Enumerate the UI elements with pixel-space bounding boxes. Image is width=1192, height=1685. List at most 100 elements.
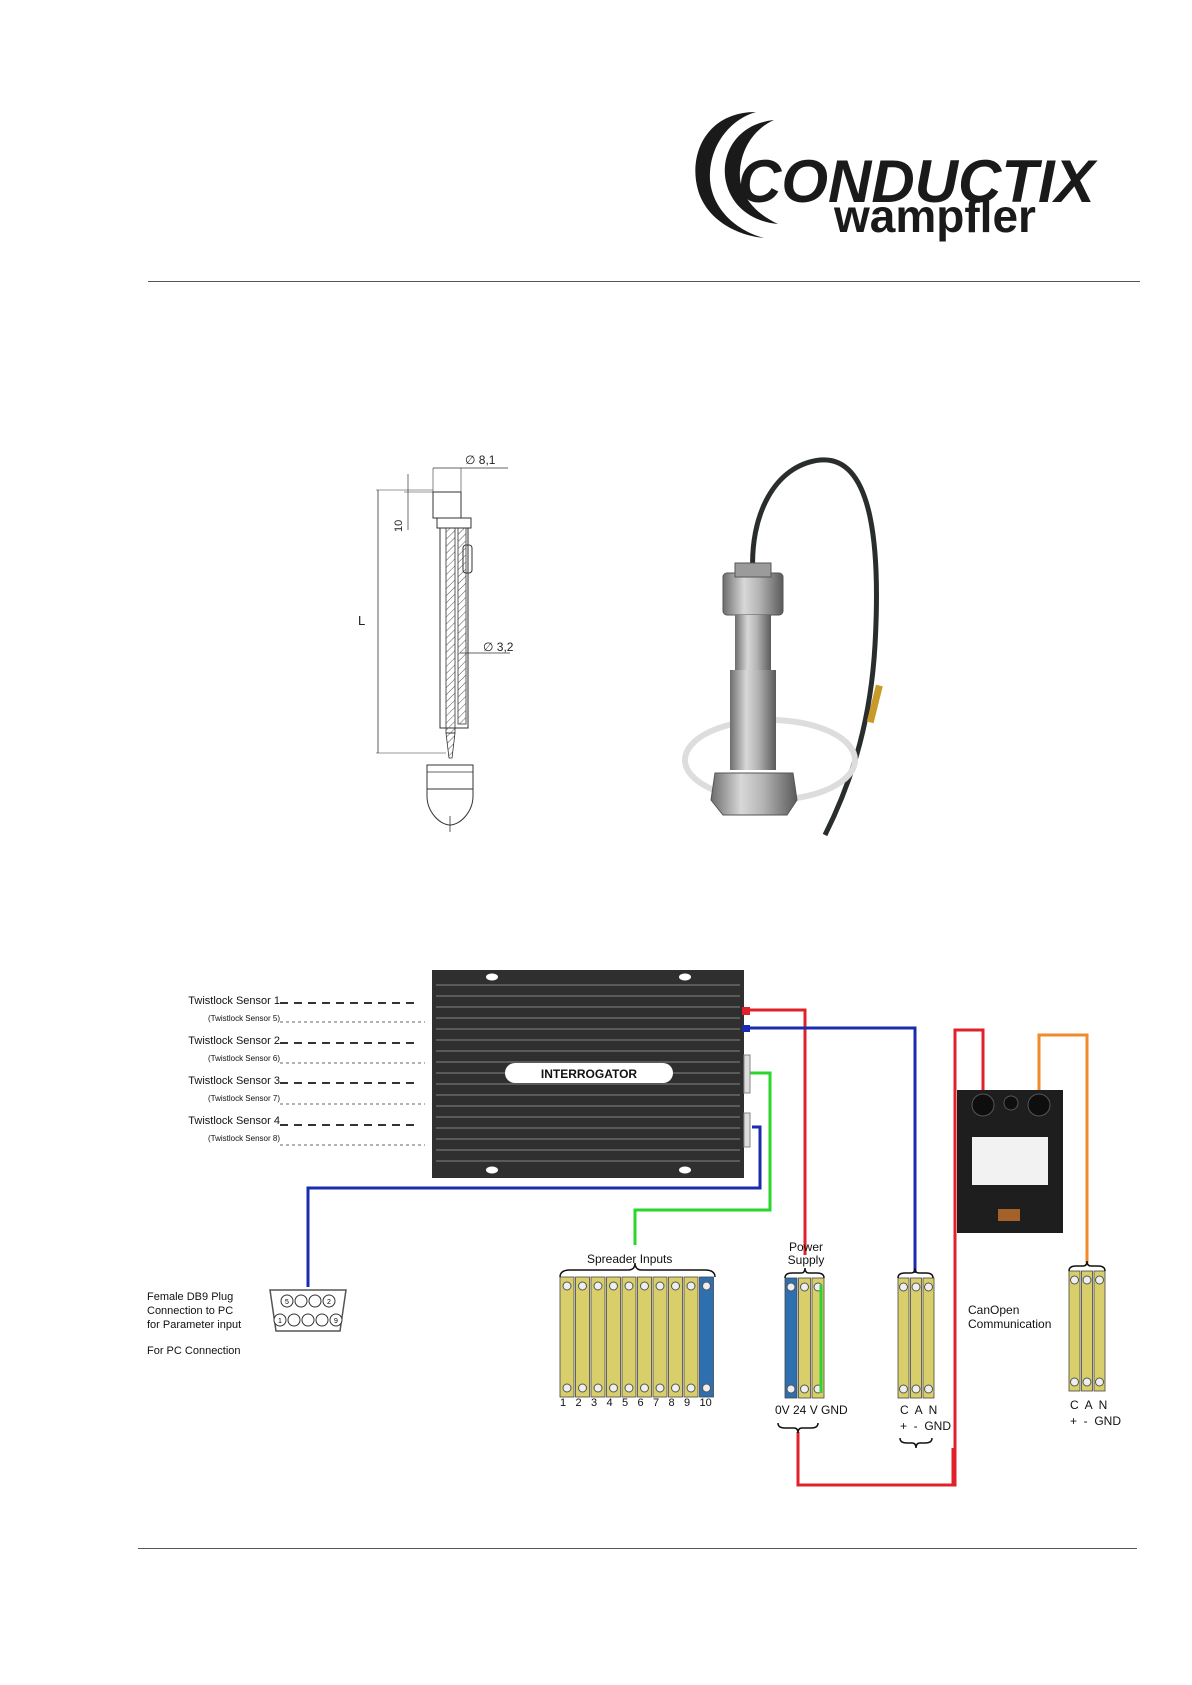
spreader-terminal [606, 1276, 621, 1398]
terminal-screw [655, 1383, 665, 1393]
power-terminal [798, 1277, 811, 1399]
db9-pin [273, 1313, 287, 1327]
terminal-screw [640, 1383, 649, 1393]
dim-head-label: 10 [393, 520, 405, 532]
terminal-screw [686, 1383, 696, 1393]
db9-line-2: Connection to PC [147, 1305, 234, 1317]
wire-red-power [750, 1008, 807, 1255]
terminal-screw [609, 1383, 618, 1393]
terminal-screw [578, 1383, 587, 1393]
can-right-bottom-labels: + - GND [1070, 1414, 1122, 1428]
sensor-sublabel: (Twistlock Sensor 6) [207, 1054, 280, 1063]
db9-pin [322, 1294, 336, 1308]
terminal-screw [800, 1282, 809, 1292]
terminal-screw [1095, 1275, 1104, 1285]
wire-blue-can [750, 1026, 917, 1273]
terminal-screw [671, 1383, 680, 1393]
footer-divider [138, 1548, 1137, 1549]
can-left-bottom-labels: + - GND [900, 1419, 952, 1433]
spreader-terminal [575, 1276, 590, 1398]
spreader-number: 7 [653, 1397, 660, 1409]
terminal-screw [911, 1384, 921, 1394]
spreader-terminal [668, 1276, 683, 1398]
terminal-screw [1095, 1377, 1104, 1387]
spreader-terminal [621, 1276, 637, 1398]
can-left-terminal [910, 1277, 922, 1399]
power-title-line-1: Power [788, 1240, 823, 1254]
header-divider [148, 281, 1140, 282]
terminal-screw [1082, 1377, 1092, 1387]
terminal-screw [1070, 1377, 1079, 1387]
spreader-number: 4 [606, 1397, 613, 1409]
sensor-label: Twistlock Sensor 4 [188, 1115, 280, 1127]
terminal-screw [593, 1383, 603, 1393]
spreader-number: 10 [699, 1397, 712, 1409]
dim-mid-label: ∅ 3,2 [483, 640, 514, 654]
terminal-screw [924, 1384, 933, 1394]
power-terminal-labels: 0V 24 V GND [775, 1403, 848, 1417]
db9-description: Female DB9 Plug Connection to PC for Par… [147, 1290, 297, 1358]
wire-red-ground [796, 1432, 955, 1487]
terminal-screw [786, 1384, 796, 1394]
db9-line-1: Female DB9 Plug [147, 1291, 234, 1303]
sensor-sublabel: (Twistlock Sensor 7) [207, 1094, 280, 1103]
terminal-screw [1070, 1275, 1079, 1285]
dim-length-label: L [358, 613, 365, 628]
terminal-screw [578, 1281, 587, 1291]
terminal-screw [702, 1383, 711, 1393]
terminal-screw [702, 1281, 711, 1291]
canopen-label: CanOpen Communication [968, 1303, 1051, 1331]
terminal-screw [924, 1282, 933, 1292]
wire-red-can-module [953, 1028, 985, 1487]
db9-line-3: for Parameter input [147, 1319, 242, 1331]
db9-pin [308, 1294, 322, 1308]
terminal-screw [624, 1383, 634, 1393]
can-left-terminal [897, 1277, 910, 1399]
terminal-screw [911, 1282, 921, 1292]
spreader-number: 2 [575, 1397, 582, 1409]
sensor-label: Twistlock Sensor 1 [188, 995, 280, 1007]
spreader-terminal [683, 1276, 699, 1398]
can-left-terminal-block [897, 1277, 935, 1399]
sensor-technical-drawing: ∅ 8,1 ∅ 3,2 10 L [340, 440, 550, 840]
db9-pin [329, 1313, 343, 1327]
sensor-connection-lines [280, 1002, 425, 1146]
db9-pin [301, 1313, 315, 1327]
can-right-terminal [1068, 1270, 1081, 1392]
terminal-screw [562, 1281, 572, 1291]
power-terminal-block [784, 1277, 825, 1399]
terminal-screw [609, 1281, 618, 1291]
sensor-photo [675, 455, 935, 840]
can-left-top-labels: C A N [900, 1403, 938, 1417]
db9-pin [294, 1294, 308, 1308]
terminal-screw [593, 1281, 603, 1291]
db9-pin [315, 1313, 329, 1327]
canopen-line-2: Communication [968, 1317, 1052, 1331]
spreader-number: 8 [668, 1397, 675, 1409]
wire-orange-can-out [1037, 1033, 1089, 1263]
db9-pin-label: 2 [327, 1299, 331, 1306]
spreader-terminal [699, 1276, 714, 1398]
can-left-terminal [922, 1277, 935, 1399]
spreader-number: 9 [684, 1397, 691, 1409]
canopen-module [957, 1090, 1063, 1233]
can-right-terminal [1081, 1270, 1093, 1392]
terminal-screw [640, 1281, 649, 1291]
logo-sub-text: wampfler [833, 190, 1036, 242]
terminal-screw [686, 1281, 696, 1291]
spreader-number: 3 [591, 1397, 598, 1409]
power-title-line-2: Supply [787, 1253, 825, 1267]
sensor-label: Twistlock Sensor 3 [188, 1075, 280, 1087]
terminal-screw [655, 1281, 665, 1291]
terminal-screw [1082, 1275, 1092, 1285]
sensor-sublabel: (Twistlock Sensor 5) [207, 1014, 280, 1023]
db9-pin-label: 1 [278, 1318, 282, 1325]
can-right-terminal [1093, 1270, 1106, 1392]
db9-pin-label: 5 [285, 1299, 289, 1306]
db9-pin [287, 1313, 301, 1327]
terminal-screw [562, 1383, 572, 1393]
spreader-title: Spreader Inputs [587, 1252, 673, 1266]
terminal-screw [786, 1282, 796, 1292]
